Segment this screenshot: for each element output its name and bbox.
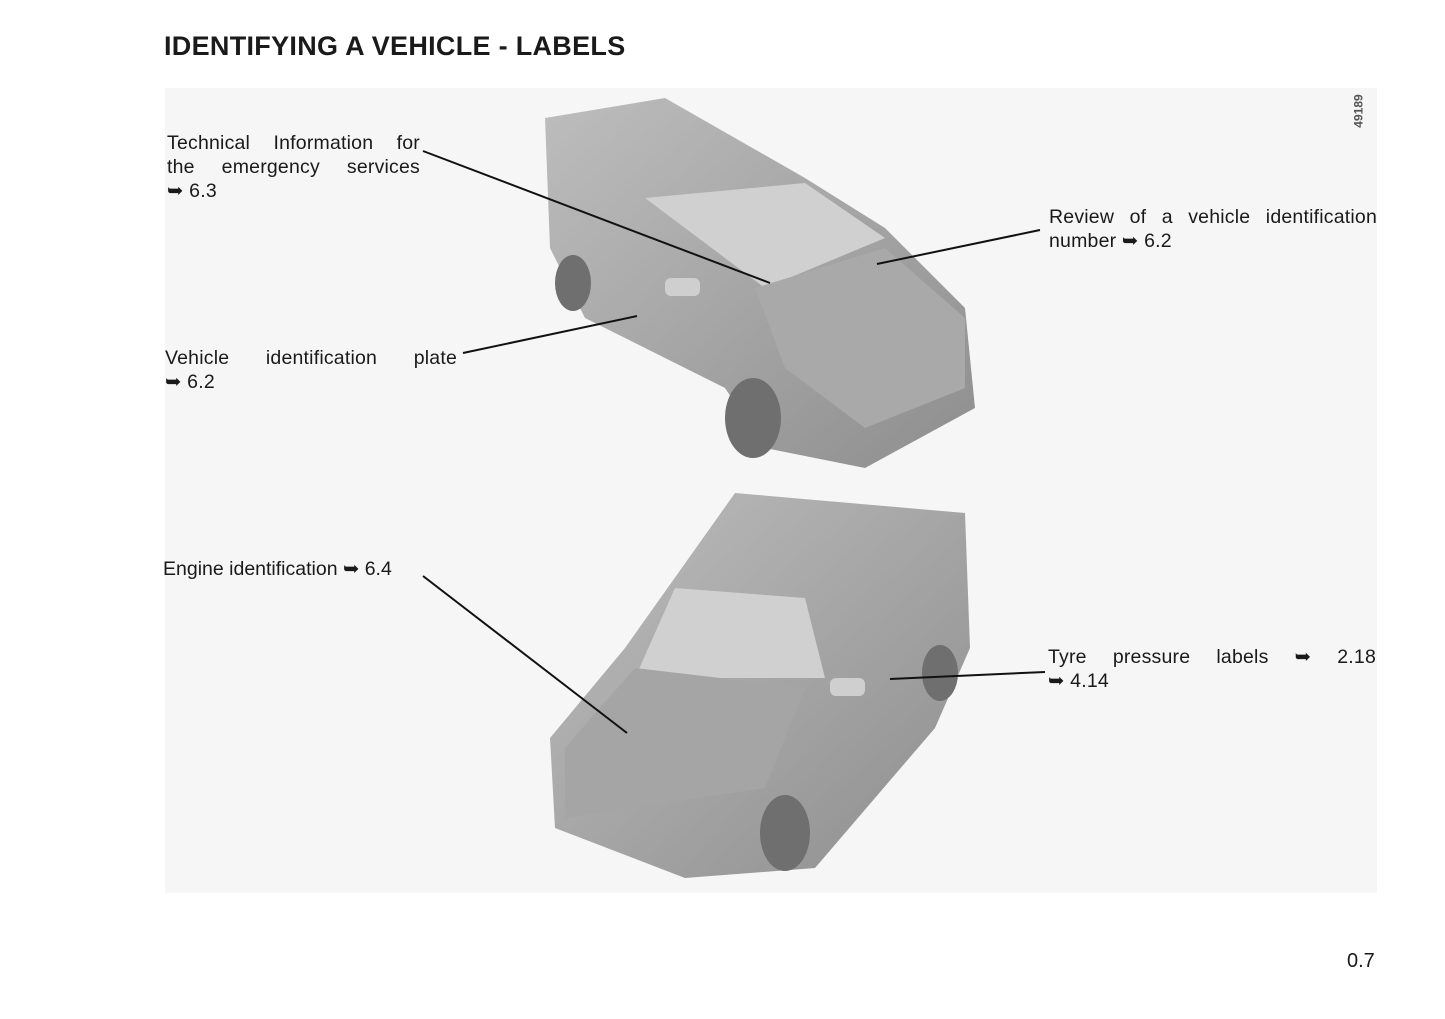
label-tyre-ref: ➥ 4.14 [1048, 670, 1109, 692]
label-vin-review: Review of a vehicle identification numbe… [1049, 206, 1377, 252]
label-tech-info-ref: ➥ 6.3 [167, 180, 217, 202]
page-number: 0.7 [1347, 950, 1375, 972]
van-top [545, 98, 975, 468]
van-bottom [550, 493, 970, 878]
page-title: IDENTIFYING A VEHICLE - LABELS [164, 31, 626, 61]
figure-code: 49189 [1351, 94, 1366, 128]
leader-lines [422, 150, 1046, 734]
vehicle-illustration [165, 88, 1377, 893]
label-tyre: Tyre pressure labels ➥ 2.18 [1048, 646, 1376, 668]
label-engine: Engine identification ➥ 6.4 [163, 558, 392, 580]
label-vin-plate: Vehicle identification plate [165, 347, 457, 369]
label-tech-info: Technical Information for the emergency … [167, 132, 420, 178]
label-vin-plate-ref: ➥ 6.2 [165, 371, 215, 393]
van-drawings [422, 98, 1046, 878]
